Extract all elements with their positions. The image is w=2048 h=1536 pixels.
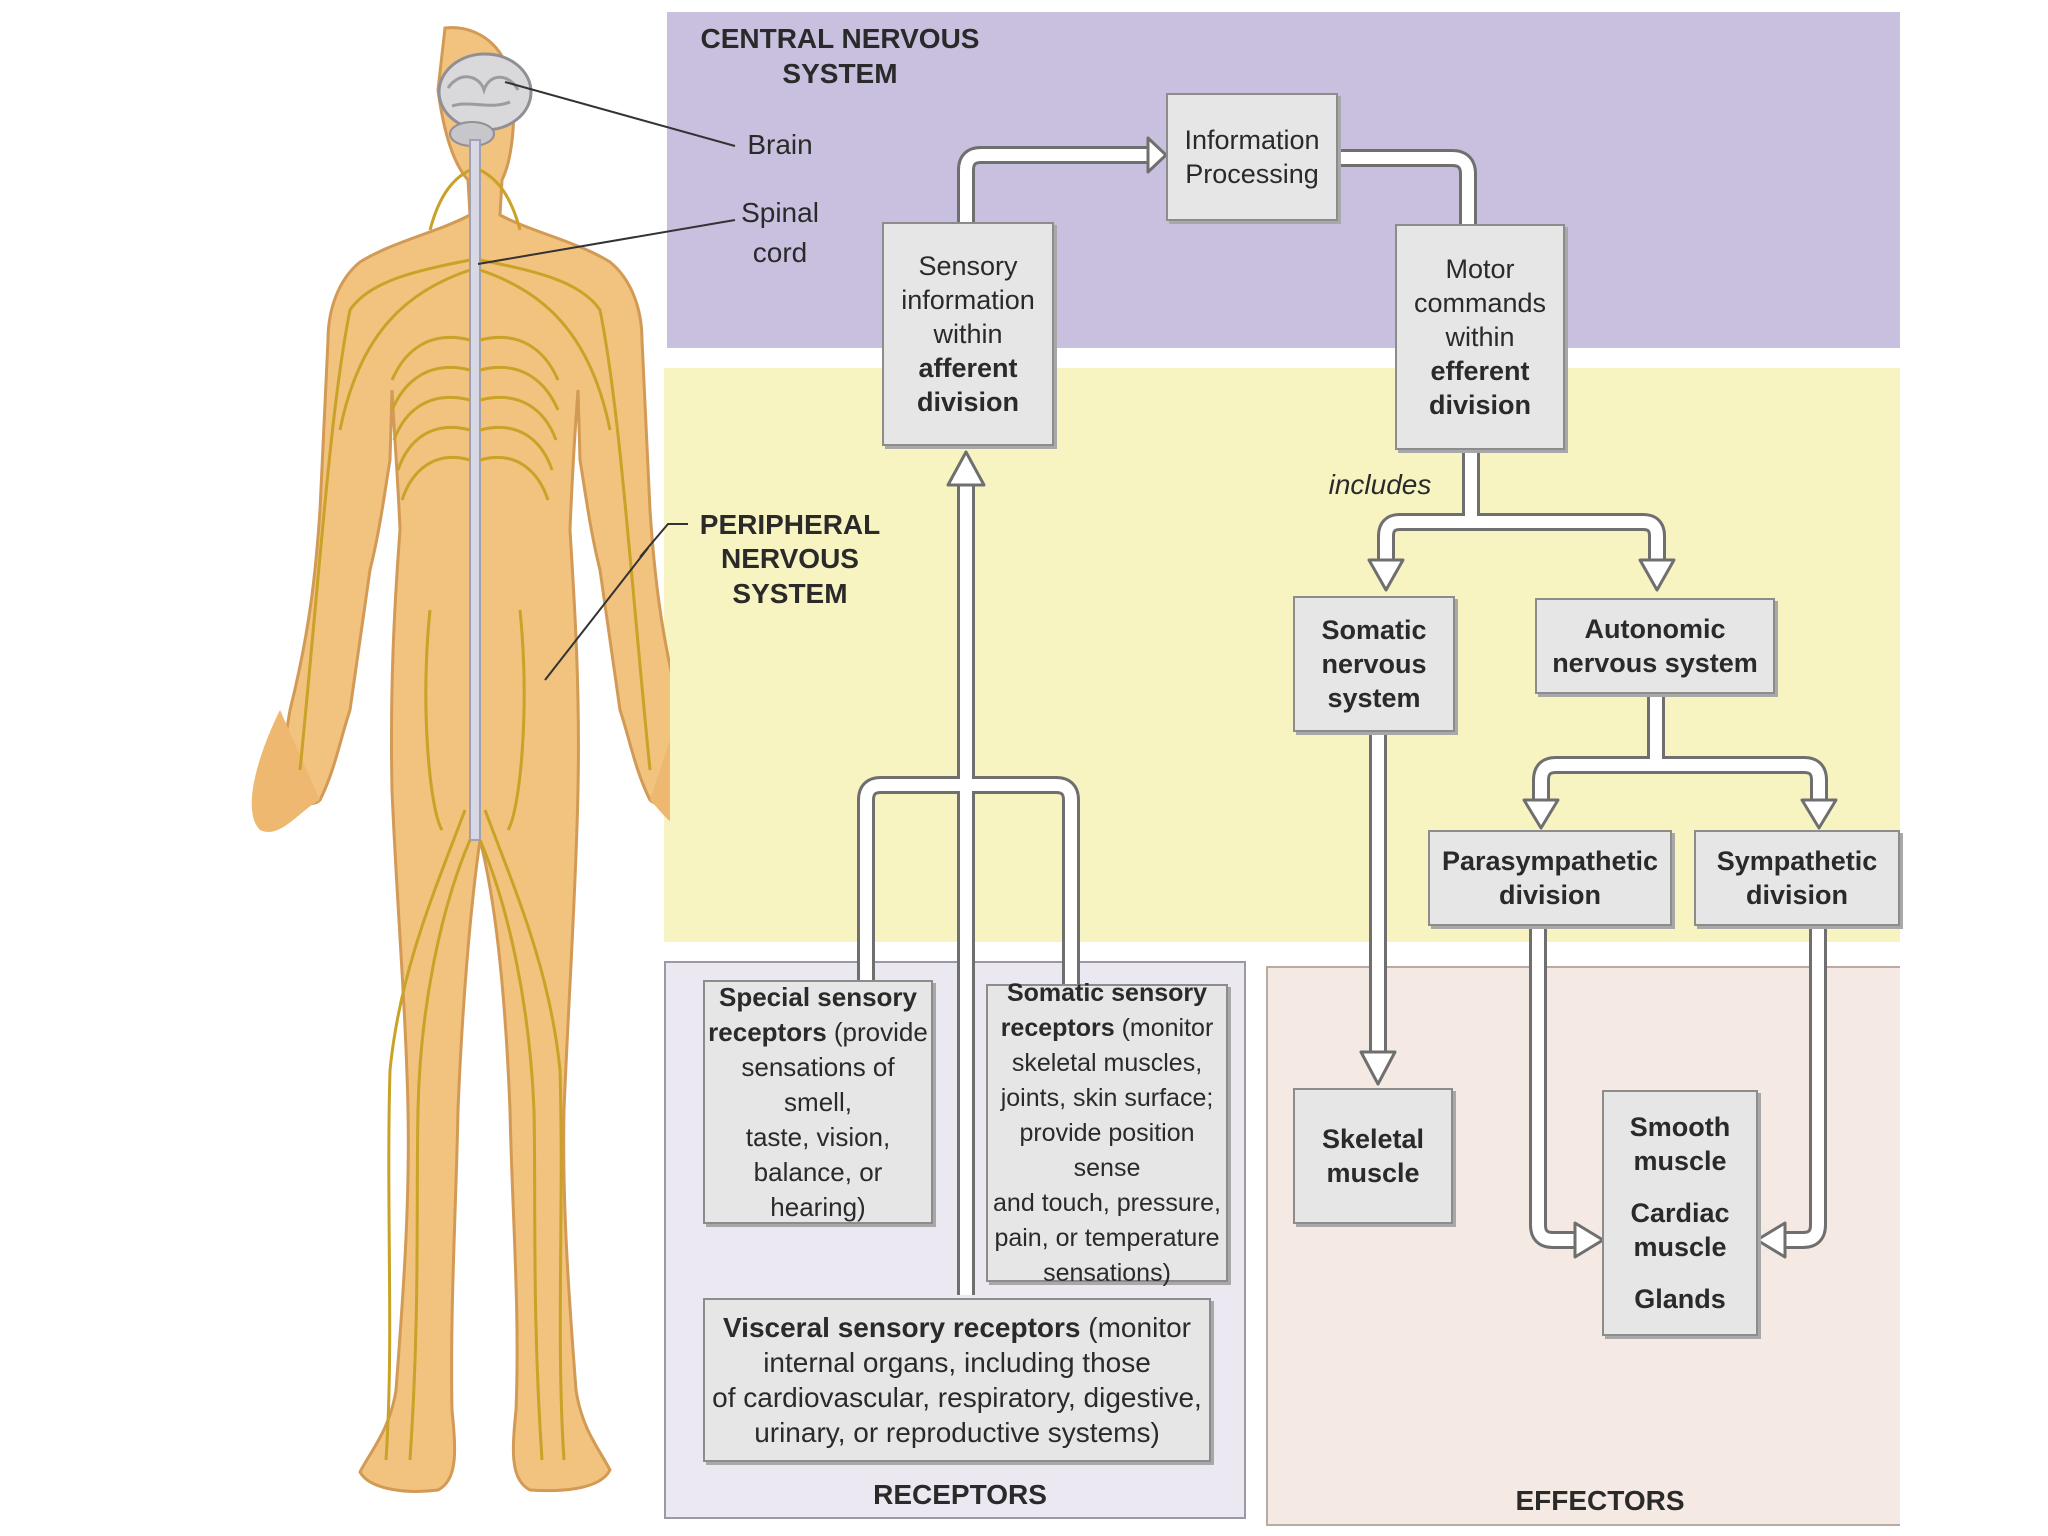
somatic-receptor-line-7: pain, or temperature: [994, 1223, 1220, 1252]
receptors-to-afferent-arrow: [857, 450, 1080, 1295]
efferent-line-1: Motor: [1445, 254, 1515, 284]
spinal-cord-label-1: Spinal: [741, 197, 819, 228]
limb-nerves: [298, 168, 652, 1461]
somatic-receptor-line-6: and touch, pressure,: [993, 1188, 1221, 1217]
visceral-line-2: internal organs, including those: [763, 1347, 1151, 1378]
sympathetic-to-effectors-arrow: [1755, 925, 1827, 1259]
special-line-2-bold: receptors: [708, 1016, 827, 1047]
cns-heading-2: SYSTEM: [782, 58, 898, 89]
afferent-line-3: within: [933, 319, 1003, 349]
somatic-receptor-line-2-wrap: receptors (monitor: [1001, 1011, 1214, 1046]
cardiac-line-2: muscle: [1633, 1232, 1727, 1262]
special-line-5: balance, or: [753, 1156, 883, 1187]
skeletal-muscle-box: Skeletal muscle: [1293, 1088, 1453, 1224]
hand-left-skin: [251, 710, 320, 833]
parasympathetic-line-1: Parasympathetic: [1441, 846, 1659, 876]
efferent-line-5: division: [1428, 390, 1531, 420]
sympathetic-line-1: Sympathetic: [1716, 846, 1878, 876]
information-processing-line-1: Information: [1184, 125, 1320, 155]
parasympathetic-line-2: division: [1498, 880, 1601, 910]
pns-label-3: SYSTEM: [732, 578, 848, 609]
special-line-2-rest: (provide: [826, 1016, 928, 1047]
spinal-cord-label-2: cord: [752, 237, 808, 268]
somatic-receptor-line-5: provide position sense: [1019, 1118, 1195, 1182]
receptors-footer: RECEPTORS: [873, 1479, 1047, 1510]
afferent-line-1: Sensory: [918, 251, 1018, 281]
somatic-sensory-receptors-box: Somatic sensory receptors (monitor skele…: [986, 979, 1228, 1287]
somatic-receptor-line-2-bold: receptors: [1000, 1013, 1115, 1042]
hand-right-skin: [650, 740, 670, 822]
effectors-footer: EFFECTORS: [1515, 1485, 1685, 1516]
rib-nerves: [390, 335, 560, 501]
somatic-ns-line-3: system: [1327, 683, 1421, 713]
smooth-muscle-wrap: Smooth muscle: [1630, 1110, 1731, 1178]
smooth-line-1: Smooth: [1629, 1112, 1731, 1142]
afferent-line-4: afferent: [918, 353, 1018, 383]
visceral-line-3: of cardiovascular, respiratory, digestiv…: [712, 1382, 1202, 1413]
efferent-split-arrow: [1367, 450, 1676, 592]
somatic-ns-line-2: nervous: [1321, 649, 1427, 679]
somatic-receptor-line-1: Somatic sensory: [1006, 978, 1208, 1007]
visceral-line-1-rest: (monitor: [1080, 1312, 1191, 1343]
somatic-nervous-system-box: Somatic nervous system: [1293, 596, 1455, 732]
includes-label: includes: [1328, 469, 1432, 500]
human-figure-illustration: [251, 26, 670, 1493]
efferent-line-4: efferent: [1430, 356, 1530, 386]
skeletal-line-1: Skeletal: [1321, 1124, 1425, 1154]
special-line-3: sensations of smell,: [741, 1051, 895, 1117]
somatic-ns-line-1: Somatic: [1321, 615, 1427, 645]
special-line-6: hearing): [770, 1191, 866, 1222]
pns-label-2: NERVOUS: [721, 543, 859, 574]
visceral-sensory-receptors-box: Visceral sensory receptors (monitor inte…: [703, 1298, 1211, 1462]
afferent-to-processing-arrow: [957, 136, 1168, 222]
sympathetic-division-box: Sympathetic division: [1694, 830, 1900, 926]
cardiac-muscle-wrap: Cardiac muscle: [1630, 1196, 1729, 1264]
somatic-receptor-line-8: sensations): [1043, 1258, 1171, 1287]
special-line-4: taste, vision,: [745, 1121, 891, 1152]
efferent-line-3: within: [1445, 322, 1515, 352]
glands-label: Glands: [1634, 1284, 1726, 1314]
visceral-line-4: urinary, or reproductive systems): [754, 1417, 1160, 1448]
autonomic-ns-line-2: nervous system: [1552, 648, 1758, 678]
efferent-division-box: Motor commands within efferent division: [1395, 224, 1565, 450]
efferent-line-2: commands: [1413, 288, 1547, 318]
skeletal-line-2: muscle: [1326, 1158, 1420, 1188]
page-edge-shadow: [1900, 0, 2048, 1536]
autonomic-split-arrow: [1522, 695, 1838, 830]
visceral-line-1-bold: Visceral sensory receptors: [723, 1312, 1081, 1343]
special-sensory-receptors-box: Special sensory receptors (provide sensa…: [703, 980, 933, 1224]
brain-folds: [446, 75, 520, 108]
parasympathetic-to-effectors-arrow: [1529, 925, 1605, 1259]
smooth-line-2: muscle: [1633, 1146, 1727, 1176]
spinal-cord-shape: [469, 139, 481, 841]
somatic-receptor-line-2-rest: (monitor: [1114, 1013, 1214, 1042]
sympathetic-line-2: division: [1745, 880, 1848, 910]
autonomic-nervous-system-box: Autonomic nervous system: [1535, 598, 1775, 694]
somatic-receptor-line-4: joints, skin surface;: [1000, 1083, 1214, 1112]
information-processing-line-2: Processing: [1185, 159, 1319, 189]
processing-to-efferent-arrow: [1335, 149, 1477, 224]
visceral-line-1-wrap: Visceral sensory receptors (monitor: [723, 1310, 1191, 1345]
pns-label-1: PERIPHERAL: [699, 509, 881, 540]
special-line-1: Special sensory: [719, 981, 917, 1012]
somatic-receptor-line-3: skeletal muscles,: [1011, 1048, 1203, 1077]
afferent-line-2: information: [901, 285, 1035, 315]
special-line-2-wrap: receptors (provide: [708, 1015, 928, 1050]
afferent-line-5: division: [916, 387, 1019, 417]
visceral-effectors-box: Smooth muscle Cardiac muscle Glands: [1602, 1090, 1758, 1336]
brain-label: Brain: [747, 129, 813, 160]
afferent-division-box: Sensory information within afferent divi…: [882, 222, 1054, 446]
autonomic-ns-line-1: Autonomic: [1584, 614, 1726, 644]
cns-heading-1: CENTRAL NERVOUS: [700, 23, 980, 54]
somatic-to-skeletal-arrow: [1359, 730, 1397, 1086]
cardiac-line-1: Cardiac: [1630, 1198, 1730, 1228]
parasympathetic-division-box: Parasympathetic division: [1428, 830, 1672, 926]
information-processing-box: Information Processing: [1166, 93, 1338, 221]
